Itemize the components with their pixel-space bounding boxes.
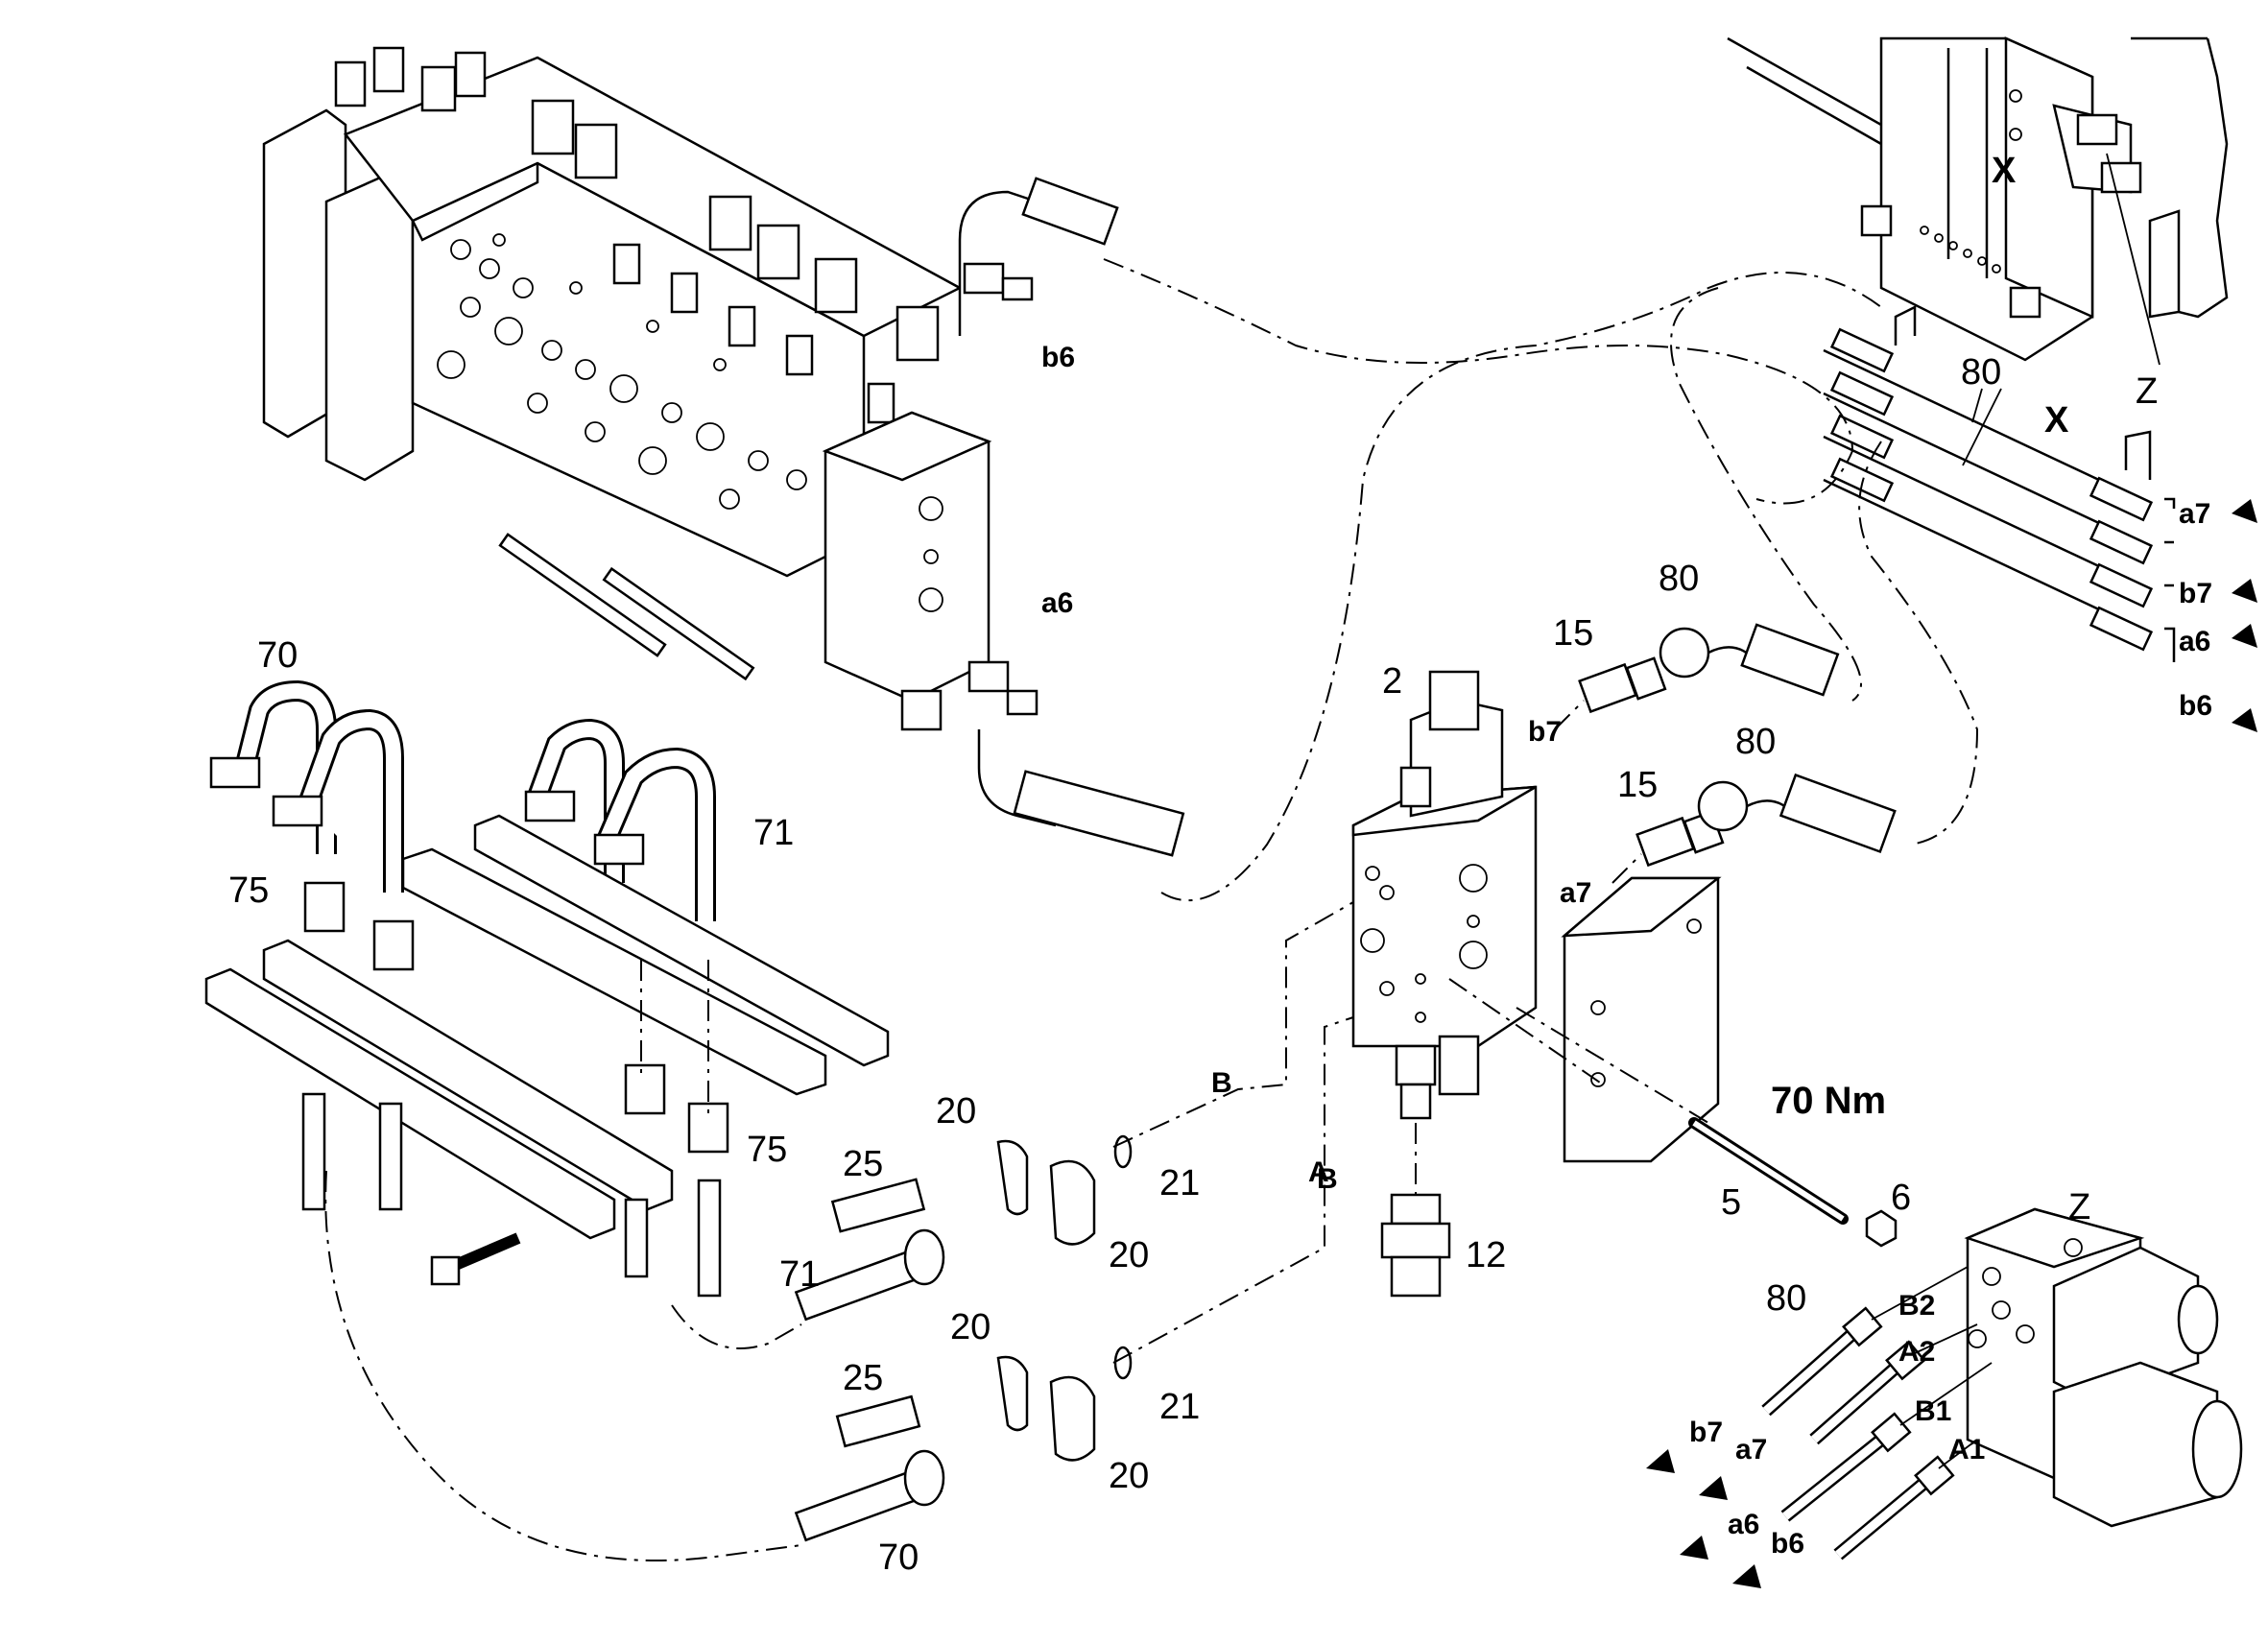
callout-75: 75 xyxy=(747,1130,787,1170)
callout-75: 75 xyxy=(228,870,269,911)
callout-80: 80 xyxy=(1961,352,2001,393)
callout-2: 2 xyxy=(1382,661,1402,702)
callout-20: 20 xyxy=(1109,1456,1149,1496)
bolt-5 xyxy=(1688,1117,1849,1225)
port-label: b6 xyxy=(2179,690,2212,722)
port-label: a7 xyxy=(2179,498,2210,530)
callout-5: 5 xyxy=(1721,1182,1741,1223)
fitting-15 xyxy=(1578,656,1725,868)
callout-20: 20 xyxy=(950,1307,991,1347)
callout-12: 12 xyxy=(1466,1235,1506,1275)
port-label: a6 xyxy=(2179,626,2210,657)
port-label: A2 xyxy=(1898,1336,1935,1368)
right-port-arrows xyxy=(2232,499,2257,732)
port-label: B1 xyxy=(1915,1395,1951,1427)
port-label: A1 xyxy=(1948,1434,1985,1465)
mounting-plate xyxy=(1561,876,1722,1163)
valve-z-detail xyxy=(1964,1207,2243,1528)
cab-frame-detail xyxy=(1727,36,2229,366)
line-label-b-box: B xyxy=(1211,1067,1232,1099)
hose-b6-top xyxy=(958,177,1119,336)
callout-6: 6 xyxy=(1891,1178,1911,1218)
callout-20: 20 xyxy=(1109,1235,1149,1275)
port-label: b7 xyxy=(2179,578,2212,609)
nut-6 xyxy=(1865,1209,1898,1248)
callout-20: 20 xyxy=(936,1091,976,1132)
callout-25: 25 xyxy=(843,1358,883,1398)
callout-71: 71 xyxy=(753,813,794,853)
callout-21: 21 xyxy=(1159,1163,1200,1203)
callout-15: 15 xyxy=(1617,765,1658,805)
bottom-port-arrows xyxy=(1646,1449,1761,1588)
port-label: b7 xyxy=(1528,716,1562,748)
elbow-hoses-80 xyxy=(1659,623,1897,854)
fitting-12 xyxy=(1380,1193,1451,1298)
port-label: a7 xyxy=(1560,877,1591,909)
hose-a6-top xyxy=(967,660,1185,857)
callout-25: 25 xyxy=(843,1144,883,1184)
main-control-valve xyxy=(262,46,992,731)
port-label: a6 xyxy=(1728,1509,1759,1540)
callout-71: 71 xyxy=(779,1254,820,1295)
line-label-a-box: A xyxy=(1308,1156,1329,1188)
port-labels: b6 a6 b7 a7 B B a7 b7 a6 b6 B2 A2 B1 A1 … xyxy=(1041,342,2212,1560)
callout-70: 70 xyxy=(257,635,298,676)
z-hoses xyxy=(1761,1266,1993,1561)
pilot-valve-2 xyxy=(1351,670,1538,1120)
port-label: a7 xyxy=(1735,1434,1767,1465)
callout-x: X xyxy=(1992,151,2017,191)
callout-80: 80 xyxy=(1659,559,1699,599)
callout-80: 80 xyxy=(1735,722,1776,762)
callout-x: X xyxy=(2044,400,2069,441)
flange-fittings xyxy=(794,1134,1133,1542)
callout-z: Z xyxy=(2136,371,2158,412)
hose-bundle-80 xyxy=(1823,304,2176,662)
callout-15: 15 xyxy=(1553,613,1593,654)
pipe-clamp-assembly xyxy=(204,679,890,1298)
callout-z: Z xyxy=(2068,1187,2090,1227)
callout-80: 80 xyxy=(1766,1278,1806,1319)
callout-70: 70 xyxy=(878,1537,919,1578)
port-label: a6 xyxy=(1041,587,1073,619)
line-label: B xyxy=(1317,1163,1338,1195)
port-label: B2 xyxy=(1898,1290,1935,1322)
callout-21: 21 xyxy=(1159,1387,1200,1427)
connection-lines xyxy=(324,258,1979,1561)
port-label: b6 xyxy=(1771,1528,1804,1560)
port-label: b7 xyxy=(1689,1417,1723,1448)
port-label: b6 xyxy=(1041,342,1075,373)
callout-labels: 2 15 15 80 80 80 80 70 70 71 71 75 75 20… xyxy=(228,151,2158,1578)
torque-spec: 70 Nm xyxy=(1771,1080,1886,1122)
